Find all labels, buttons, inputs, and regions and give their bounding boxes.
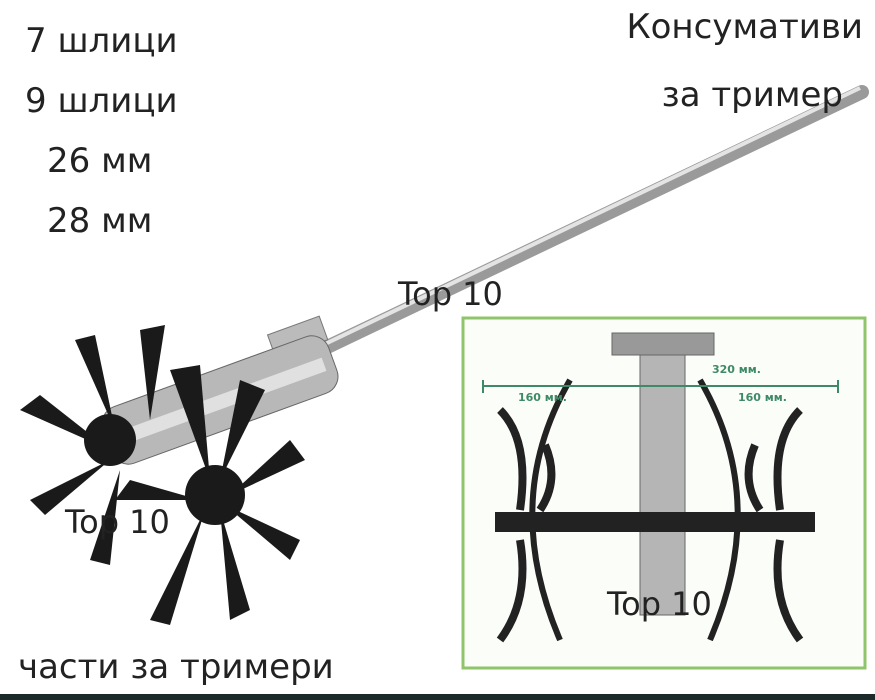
spline-9-label: 9 шлици [25, 81, 178, 121]
consumables-label: Консумативи [626, 7, 863, 47]
dimension-total: 320 мм. [712, 363, 761, 376]
spline-7-label: 7 шлици [25, 21, 178, 61]
diameter-28-label: 28 мм [47, 201, 153, 241]
bottom-bar [0, 694, 875, 700]
watermark: Top 10 [65, 503, 170, 541]
dimension-left: 160 мм. [518, 391, 567, 404]
dimension-diagram: 320 мм. 160 мм. 160 мм. [461, 316, 867, 670]
diameter-26-label: 26 мм [47, 141, 153, 181]
trimmer-parts-label: части за тримери [18, 647, 334, 687]
tiller-shaft [293, 85, 869, 367]
for-trimmer-label: за тример [661, 75, 843, 115]
watermark: Top 10 [607, 585, 712, 623]
dimension-right: 160 мм. [738, 391, 787, 404]
watermark: Top 10 [398, 275, 503, 313]
tiller-tines [20, 325, 305, 625]
